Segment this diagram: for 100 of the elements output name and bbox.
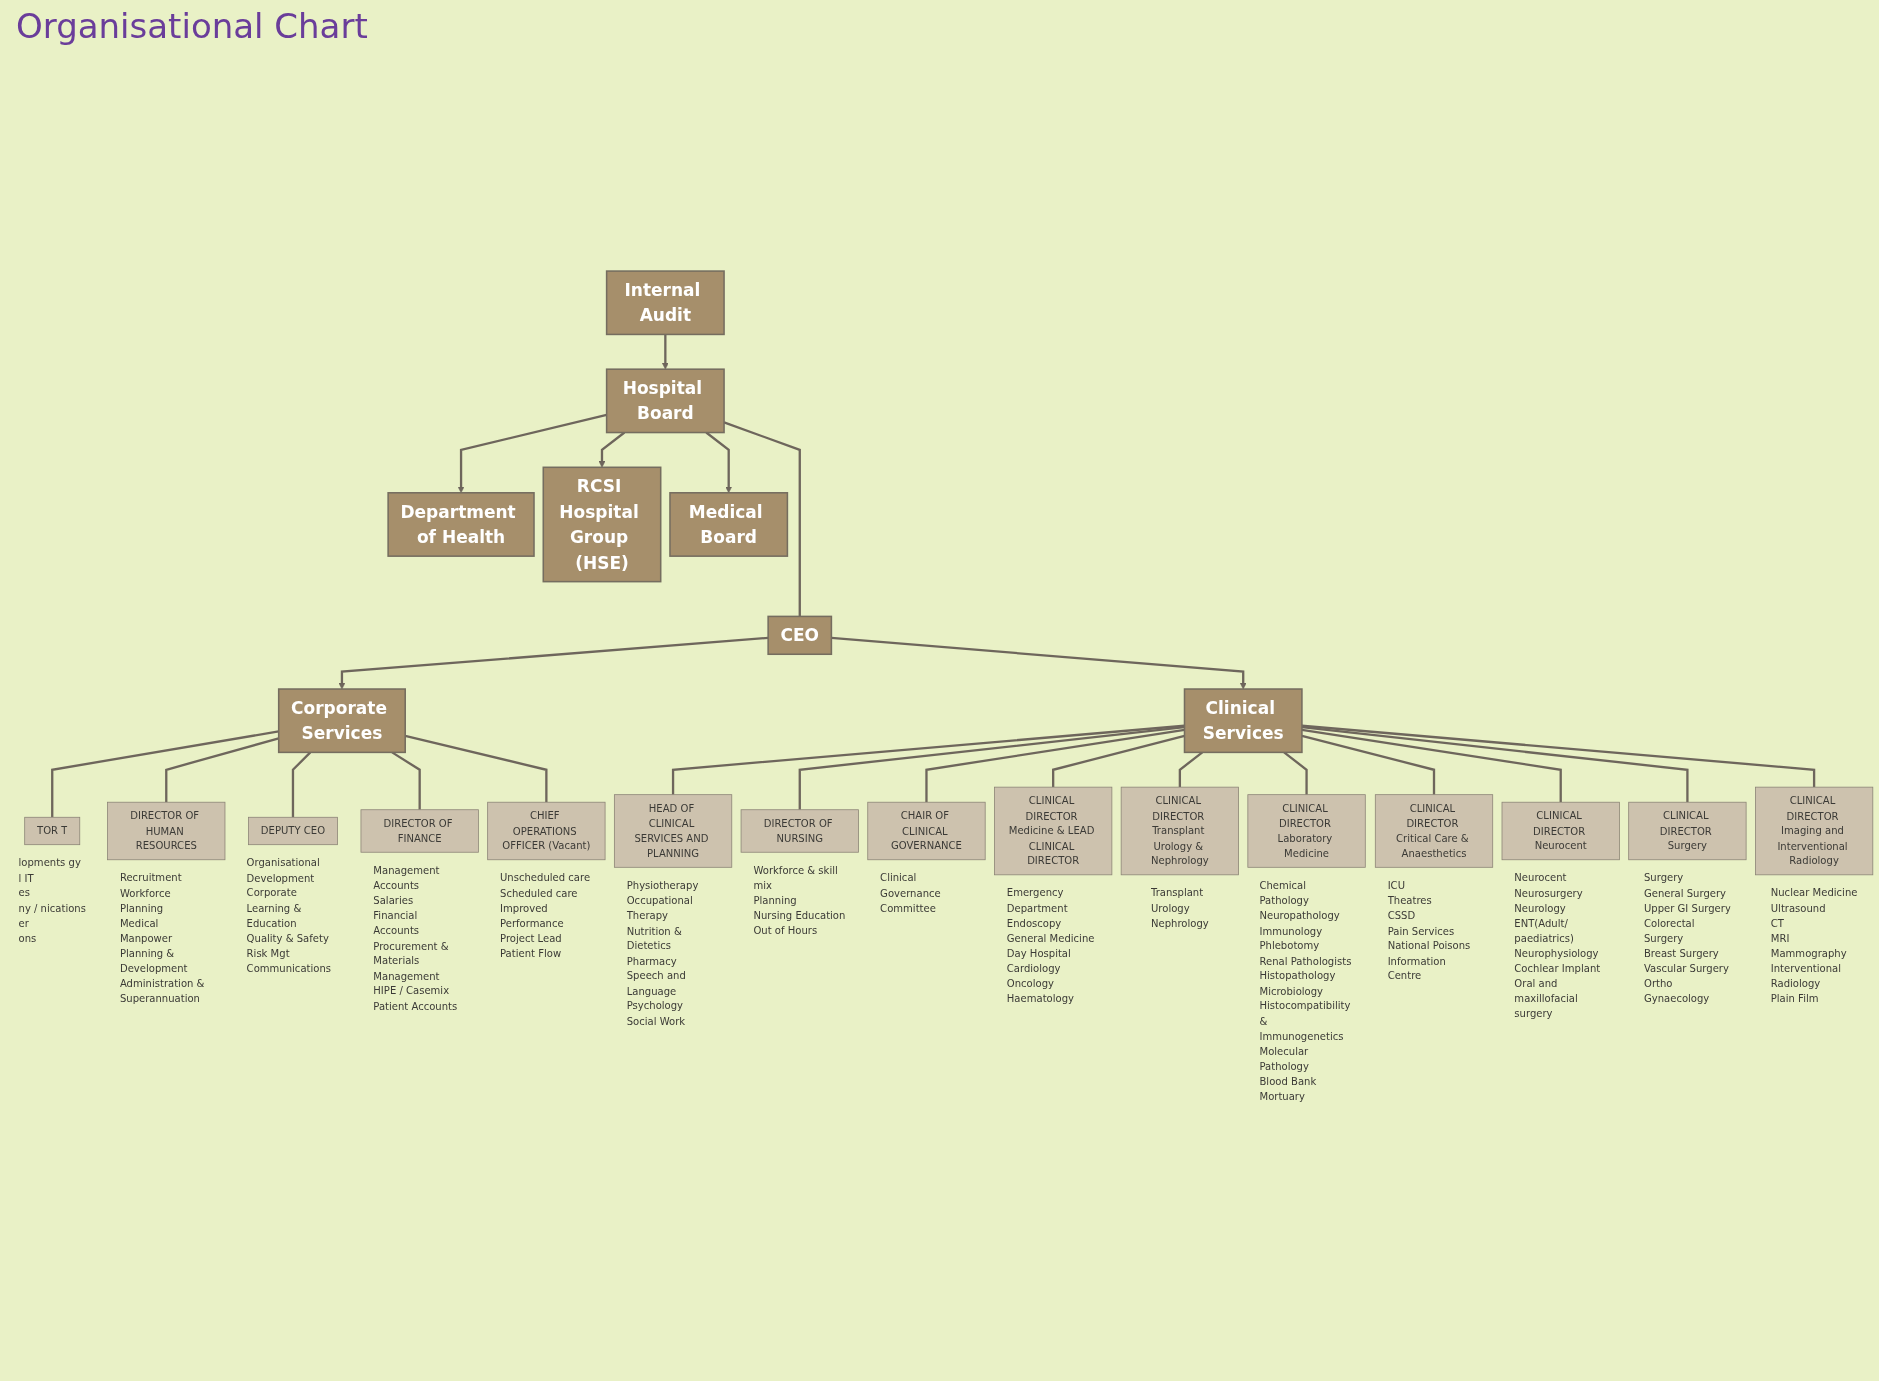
connector	[671, 724, 1185, 795]
node-label: Oncology	[1006, 977, 1055, 990]
node-box: Internal Audit	[605, 270, 725, 336]
node-label: Endoscopy	[1006, 917, 1062, 929]
node-label: Social Work	[626, 1015, 686, 1027]
connector	[1301, 728, 1562, 803]
node-box: DIRECTOR OF HUMAN RESOURCES	[107, 801, 226, 861]
node-box: Department of Health	[387, 492, 535, 557]
node-box: CLINICAL DIRECTOR Imaging and Interventional Radiology	[1755, 786, 1874, 876]
node-label: Chemical Pathology	[1259, 879, 1309, 907]
node-label: ICU	[1387, 879, 1405, 892]
node-label: Risk Mgt	[246, 947, 290, 960]
node-label: l IT	[18, 872, 34, 884]
node-label: Surgery	[1643, 932, 1684, 944]
connector	[165, 737, 279, 803]
node-box: TOR T	[24, 816, 81, 846]
node-label: ons	[18, 932, 37, 944]
node-label: Pharmacy	[626, 954, 677, 967]
node-label: Day Hospital	[1006, 947, 1071, 960]
node-box: DEPUTY CEO	[248, 816, 338, 846]
node-label: Histocompatibility & Immunogenetics	[1259, 1000, 1351, 1042]
node-box: CHIEF OPERATIONS OFFICER (Vacant)	[487, 801, 606, 861]
node-label: Breast Surgery	[1643, 947, 1719, 960]
node-box: CEO	[767, 615, 833, 656]
node-label: Management Accounts	[373, 864, 440, 892]
node-label: lopments gy	[18, 857, 81, 869]
node-label: Mammography	[1770, 947, 1847, 960]
node-label: Planning	[119, 902, 164, 914]
node-label: Quality & Safety	[246, 932, 329, 944]
node-box: CLINICAL DIRECTOR Surgery	[1628, 801, 1747, 861]
node-box: CLINICAL DIRECTOR Neurocent	[1501, 801, 1620, 861]
node-label: Recruitment	[119, 872, 182, 884]
arrow	[705, 431, 733, 494]
node-box: CLINICAL DIRECTOR Laboratory Medicine	[1247, 794, 1366, 868]
node-label: Molecular Pathology	[1259, 1045, 1309, 1073]
node-box: RCSI Hospital Group (HSE)	[542, 466, 662, 583]
arrow	[661, 334, 669, 370]
node-label: Psychology	[626, 1000, 684, 1012]
node-box: Hospital Board	[605, 368, 725, 434]
node-label: Out of Hours	[753, 924, 818, 937]
node-label: Nephrology	[1150, 917, 1209, 929]
node-label: Colorectal	[1643, 917, 1695, 929]
node-label: Pain Services	[1387, 924, 1455, 937]
node-label: Transplant	[1150, 887, 1204, 899]
node-label: Mortuary	[1259, 1090, 1305, 1103]
node-label: Neurosurgery	[1514, 887, 1583, 899]
node-label: Learning & Education	[246, 902, 302, 929]
node-label: National Poisons Information Centre	[1387, 939, 1471, 982]
connector	[1052, 734, 1185, 788]
connector	[798, 726, 1185, 810]
node-label: CT	[1770, 917, 1784, 929]
node-box: Medical Board	[669, 492, 789, 557]
node-label: General Medicine	[1006, 932, 1095, 944]
node-box: DIRECTOR OF FINANCE	[360, 809, 479, 853]
node-label: Histopathology	[1259, 970, 1336, 982]
node-label: CSSD	[1387, 909, 1416, 922]
node-label: Patient Accounts	[373, 1000, 458, 1012]
node-box: CLINICAL DIRECTOR Critical Care & Anaesthetics	[1374, 794, 1494, 868]
node-label: Plain Film	[1770, 992, 1819, 1005]
node-label: Communications	[246, 962, 332, 975]
node-label: ENT(Adult/ paediatrics)	[1514, 917, 1574, 944]
node-label: es	[18, 887, 30, 899]
node-label: Upper GI Surgery	[1643, 902, 1731, 914]
node-label: ny / nications	[18, 902, 86, 914]
node-label: Urology	[1150, 902, 1190, 914]
node-label: Physiotherapy	[626, 879, 699, 892]
node-label: Improved Performance Project Lead	[500, 902, 564, 944]
node-label: Unscheduled care	[500, 872, 591, 884]
node-label: HIPE / Casemix	[373, 985, 450, 997]
node-label: Clinical Governance Committee	[880, 872, 941, 914]
node-box: Clinical Services	[1183, 688, 1303, 754]
node-label: Haematology	[1006, 992, 1074, 1005]
node-label: Salaries	[373, 894, 414, 907]
node-label: Ortho	[1643, 977, 1673, 990]
node-label: Neuropathology	[1259, 909, 1340, 922]
arrow	[338, 636, 769, 690]
node-label: Neurophysiology	[1514, 947, 1599, 960]
node-label: Nutrition & Dietetics	[626, 924, 682, 952]
node-label: Nursing Education	[753, 909, 846, 922]
node-box: DIRECTOR OF NURSING	[740, 809, 859, 853]
arrow	[457, 413, 607, 494]
node-label: Financial Accounts	[373, 909, 420, 937]
node-label: Neurocent	[1514, 872, 1567, 884]
node-label: Procurement & Materials Management	[373, 939, 449, 982]
connector	[1283, 751, 1308, 795]
node-label: Emergency Department	[1006, 887, 1068, 914]
node-label: Theatres	[1387, 894, 1432, 907]
node-label: Workforce & skill mix	[753, 864, 838, 892]
node-label: Planning	[753, 894, 797, 907]
node-label: Renal Pathologists	[1259, 954, 1352, 967]
node-label: Corporate	[246, 887, 297, 899]
node-label: Ultrasound	[1770, 902, 1826, 914]
node-label: Cardiology	[1006, 962, 1061, 975]
node-label: Surgery	[1643, 872, 1684, 884]
node-label: Speech and Language	[626, 970, 686, 997]
node-label: Occupational Therapy	[626, 894, 693, 922]
node-label: Phlebotomy	[1259, 939, 1320, 952]
connector	[1301, 724, 1816, 788]
node-label: Neurology	[1514, 902, 1566, 914]
connector	[925, 728, 1185, 803]
